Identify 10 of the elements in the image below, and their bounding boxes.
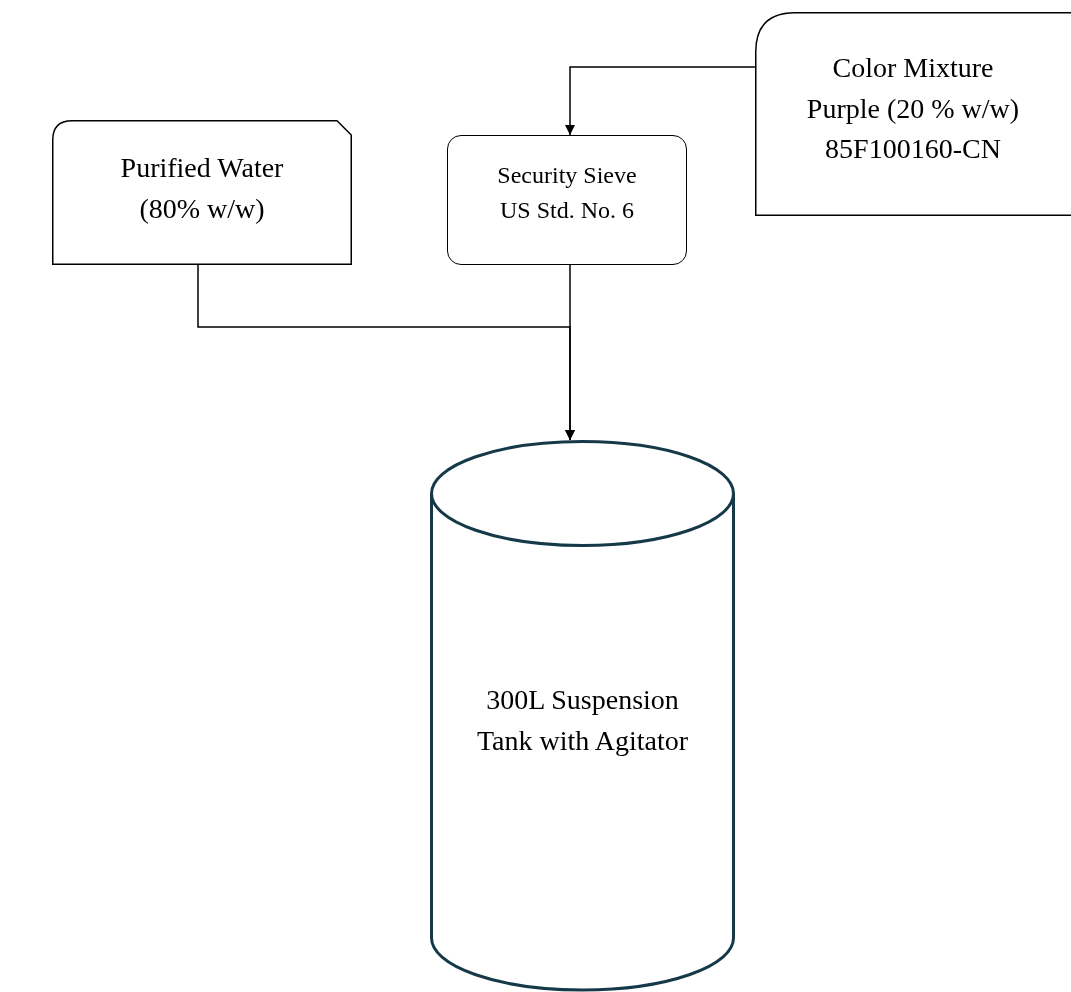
arrow — [565, 264, 575, 441]
input-card — [52, 120, 352, 265]
arrow — [565, 66, 756, 136]
node-label: 300L Suspension Tank with Agitator — [475, 683, 690, 758]
process-box — [447, 135, 687, 265]
node-label: Purified Water (80% w/w) — [119, 151, 285, 226]
node-label: Security Sieve US Std. No. 6 — [496, 161, 638, 225]
input-card — [755, 12, 1071, 216]
tank-cylinder — [430, 440, 735, 990]
node-label: Color Mixture Purple (20 % w/w) 85F100160-CN — [805, 51, 1021, 167]
